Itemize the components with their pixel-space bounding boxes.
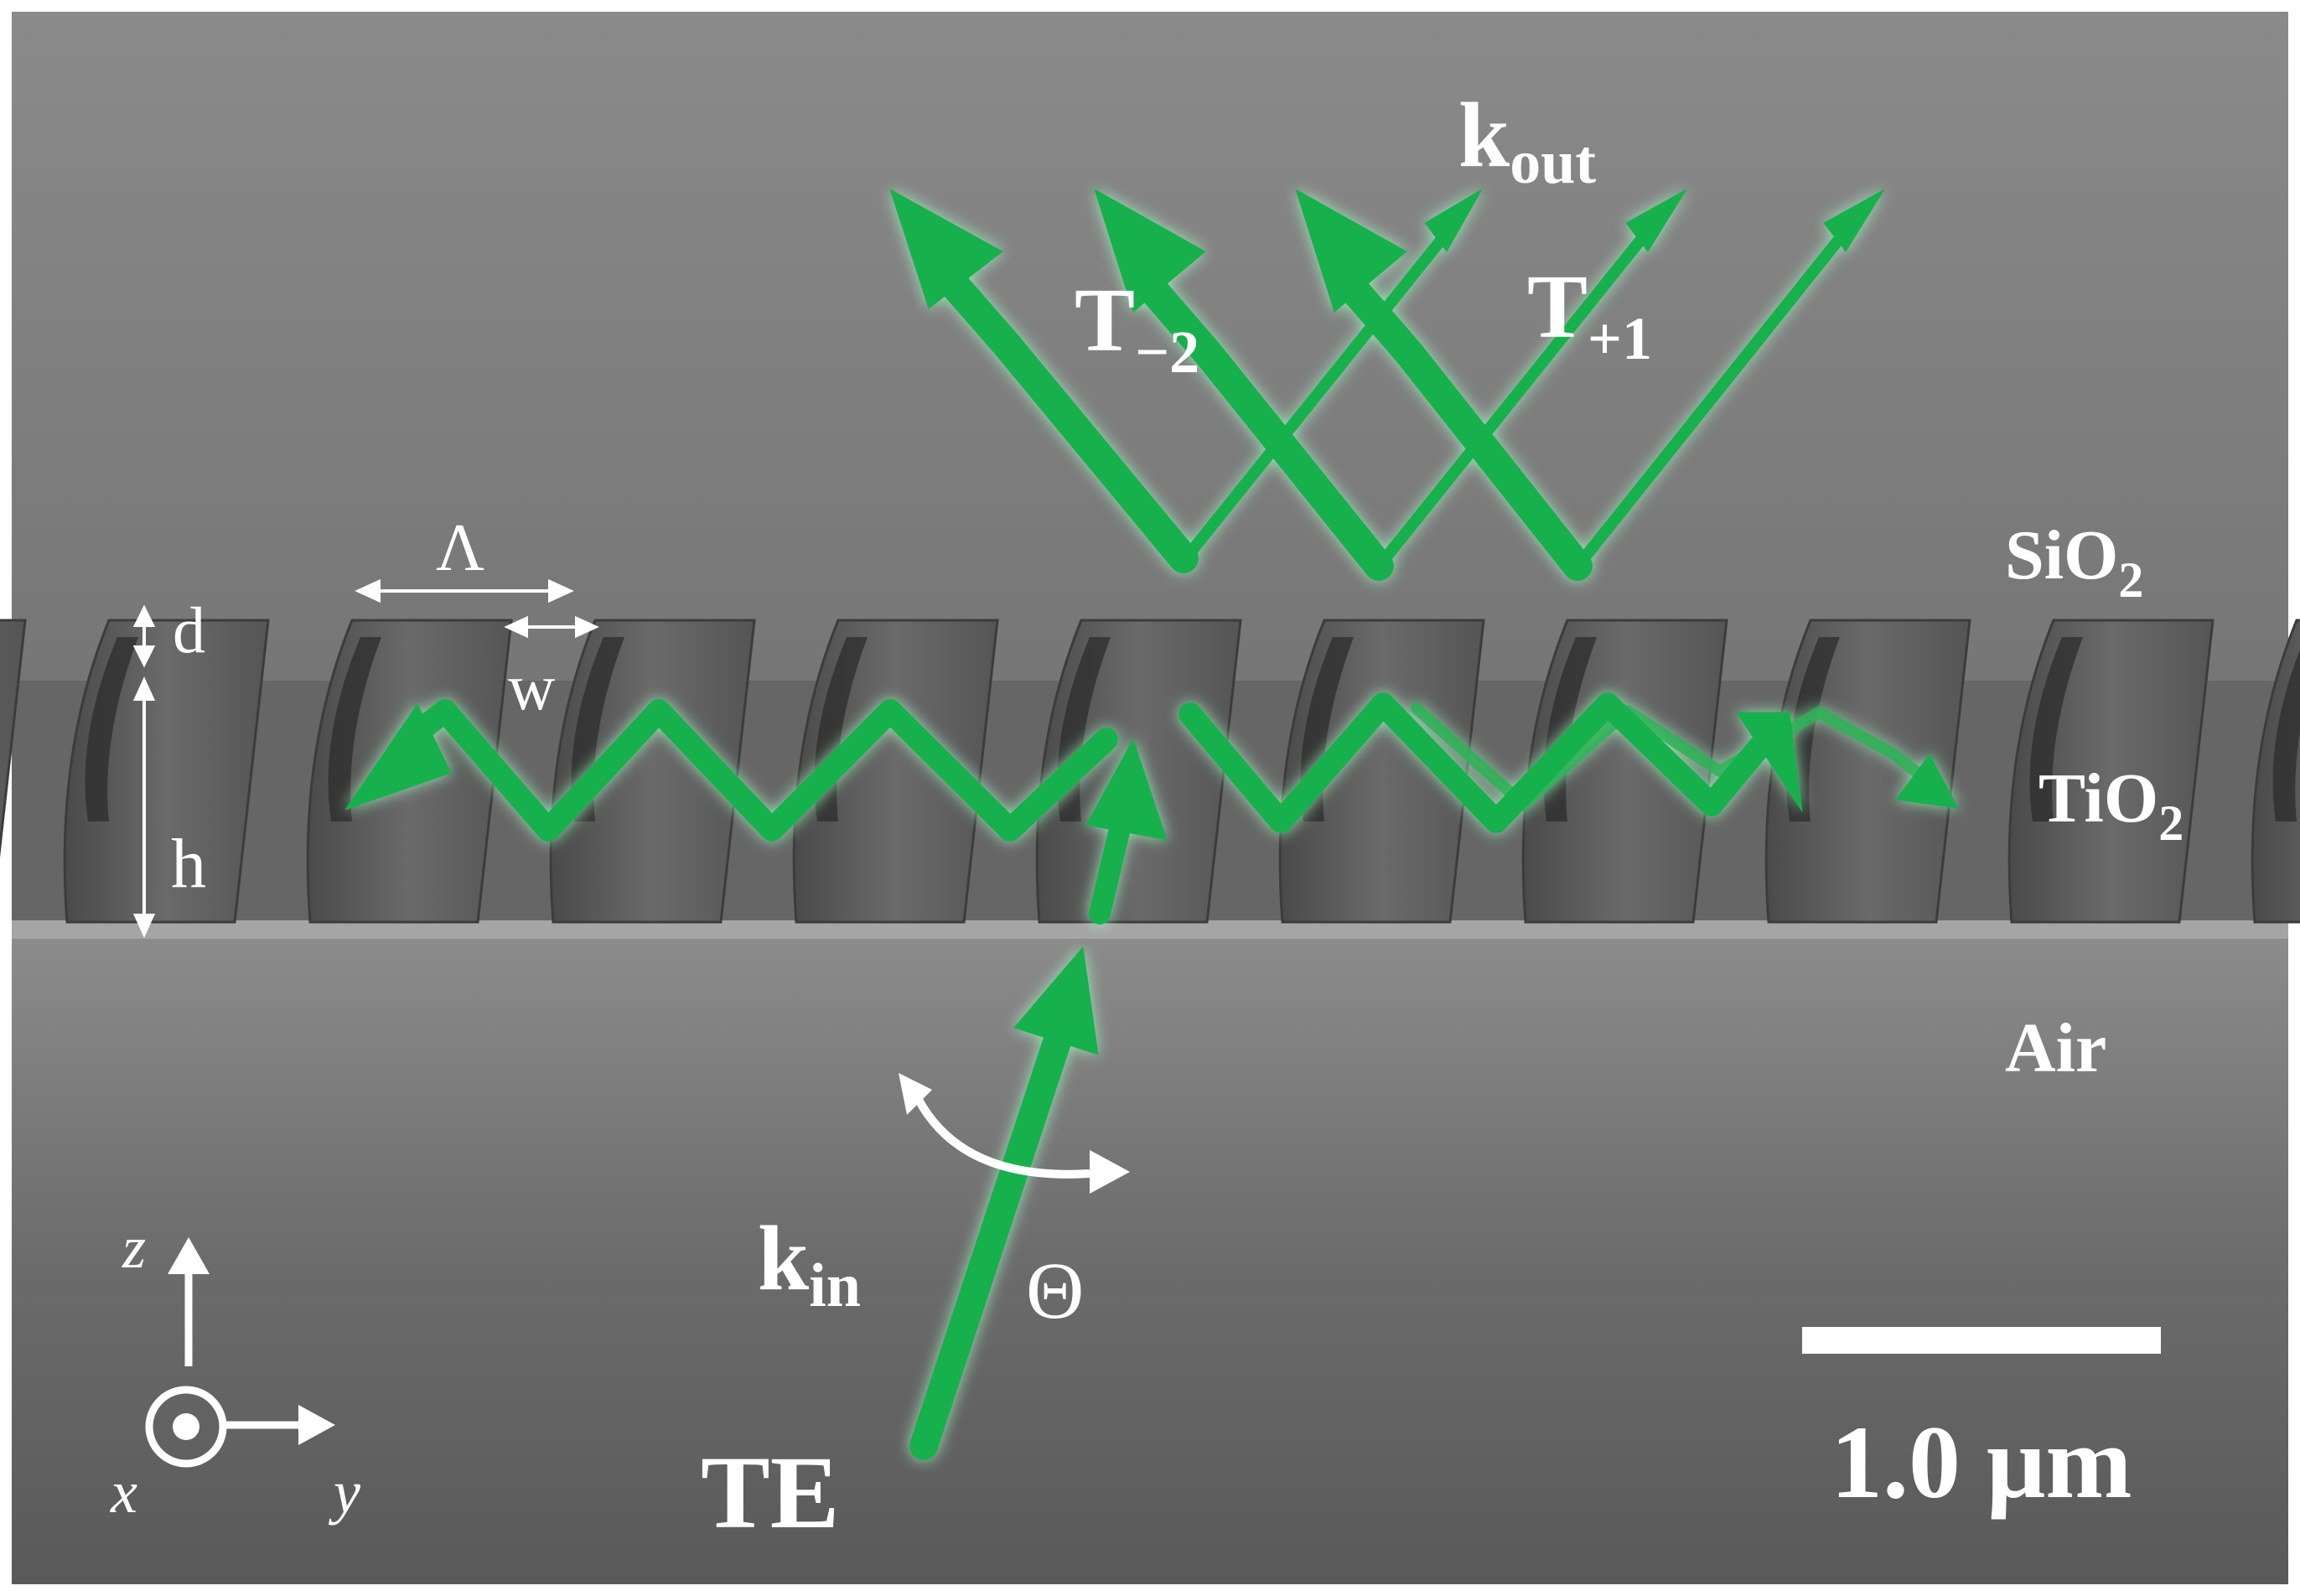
z-axis-arrowhead [168, 1237, 210, 1274]
grating-pillar-shadow [2029, 637, 2083, 821]
out-beam-1 [932, 262, 1199, 573]
guided-wave-left [399, 699, 1118, 842]
scale-bar [1802, 1327, 2161, 1354]
z-axis-label: z [122, 1214, 146, 1281]
h-arrow-bottom [132, 914, 156, 938]
w-label: w [508, 650, 555, 723]
air-region [12, 930, 2288, 1584]
w-arrow-right [575, 615, 599, 639]
lambda-arrow-left [355, 578, 381, 604]
thin-beam-1 [1183, 210, 1466, 561]
theta-label: Θ [1026, 1246, 1084, 1335]
guided-wave-right-2 [1411, 702, 1921, 811]
t-plus-1-label: T+1 [1527, 257, 1652, 372]
thin-beam-3-arrowhead [1823, 189, 1885, 252]
sio2-region [12, 12, 2288, 682]
d-arrow-top [132, 604, 156, 627]
lambda-label: Λ [436, 511, 484, 585]
x-axis-dot [173, 1413, 199, 1440]
theta-rotation-arrow [909, 1087, 1090, 1179]
dimension-markers [132, 578, 599, 938]
coupling-arrow [1089, 811, 1132, 925]
tio2-label: TiO2 [2038, 759, 2183, 851]
x-axis-out-of-page-icon [145, 1386, 227, 1468]
k-in-label: kin [758, 1207, 861, 1320]
thin-beam-2-arrowhead [1625, 189, 1687, 252]
grating-pillar-shadow [328, 637, 381, 821]
out-beam-3 [1339, 274, 1593, 581]
h-arrow-top [132, 676, 156, 701]
out-beam-1-arrowhead [889, 189, 1003, 309]
guided-left-arrowhead [344, 703, 452, 811]
out-beam-2 [1137, 274, 1394, 581]
grating-pillar [0, 619, 27, 858]
scale-bar-label: 1.0 μm [1831, 1405, 2132, 1520]
h-label: h [171, 825, 206, 903]
x-axis-label: x [110, 1459, 137, 1526]
coupling-arrowhead [1085, 738, 1168, 841]
t-minus-2-label: T−2 [1075, 271, 1199, 386]
incident-beam [909, 1025, 1072, 1460]
guided-right-arrowhead-2 [1895, 754, 1959, 809]
out-beam-3-arrowhead [1295, 189, 1407, 313]
incident-arrowhead [1013, 946, 1099, 1055]
theta-arrowhead-right [1090, 1150, 1130, 1194]
y-axis-arrowhead [298, 1405, 335, 1445]
grating-pillar-shadow [85, 637, 138, 821]
thin-beam-1-arrowhead [1424, 189, 1483, 252]
lambda-arrow-right [548, 578, 574, 604]
grating-pillar-shadow [2272, 649, 2300, 821]
thin-beam-3 [1574, 210, 1863, 569]
sio2-label: SiO2 [2005, 516, 2143, 608]
d-label: d [173, 593, 205, 666]
interface-line [12, 920, 2288, 939]
air-label: Air [2005, 1009, 2106, 1087]
d-arrow-bottom [132, 645, 156, 668]
beams [344, 189, 1959, 1460]
thin-beam-2 [1375, 210, 1665, 569]
w-arrow-left [504, 615, 528, 639]
guided-wave-right [1178, 692, 1772, 833]
theta-arrowhead-left [899, 1073, 932, 1115]
grating-pillar-shadow [1786, 637, 1840, 821]
out-beam-2-arrowhead [1094, 189, 1206, 313]
te-label: TE [701, 1435, 839, 1550]
k-out-label: kout [1458, 84, 1596, 197]
y-axis-label: y [328, 1459, 360, 1526]
